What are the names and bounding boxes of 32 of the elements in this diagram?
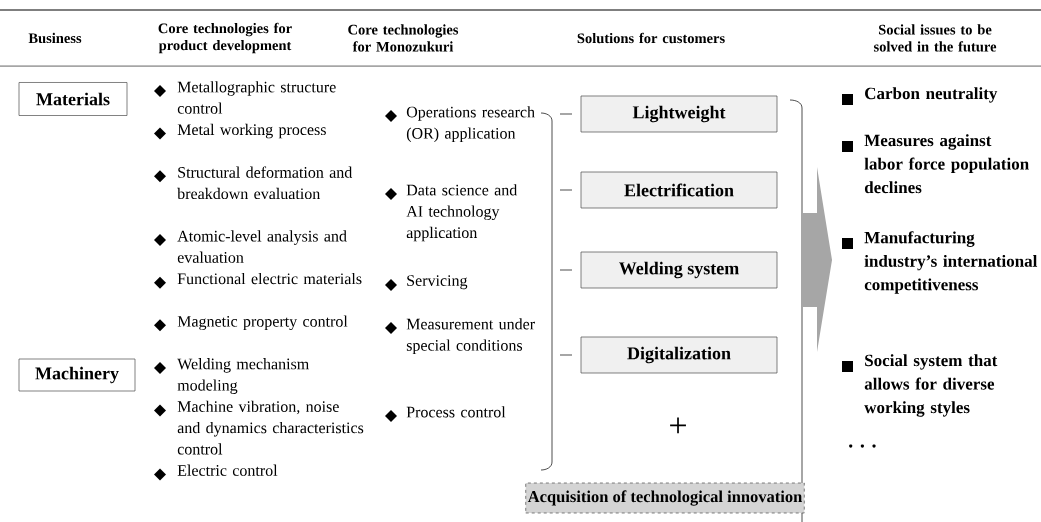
ellipsis: . . . [849,444,876,448]
bullet-text: Magnetic property control [177,315,348,331]
solution-box: Welding system [580,251,778,289]
solution-box: Lightweight [580,95,778,133]
bullet-text: Servicing [407,275,468,290]
business-box: Machinery [18,358,136,392]
bullet-text: Measurement under special conditions [406,318,535,354]
solution-box: Electrification [580,171,778,209]
column-header: Core technologies for product development [158,22,292,54]
bullet-text: Data science and AI technology application [406,184,518,242]
bullet-text: Operations research (OR) application [406,106,535,142]
bullet-text: Electric control [177,464,278,476]
bullet-text: Machine vibration, noise and dynamics characteristics control [177,400,364,455]
bullet-text: Carbon neutrality [865,87,998,103]
bullet-text: Atomic-level analysis and evaluation [177,230,347,263]
bullet-text: Metallographic structure control [177,81,336,114]
bullet-text: Process control [406,406,506,418]
solution-box: Digitalization [580,336,778,374]
column-header: Solutions for customers [577,32,725,44]
bullet-text: Manufacturing industry’s international competitiveness [864,231,1038,294]
bullet-text: Social system that allows for diverse working styles [864,354,998,417]
column-header: Business [28,32,82,44]
bullet-text: Measures against labor force population declines [864,134,1029,194]
plus-sign: + [670,417,686,434]
bullet-text: Welding mechanism modeling [177,358,309,394]
bullet-text: Metal working process [177,123,326,139]
column-header: Core technologies for Monozukuri [348,24,459,52]
bullet-text: Structural deformation and breakdown evaluation [177,166,353,200]
business-box: Materials [18,82,128,116]
innovation-box: Acquisition of technological innovation [525,482,805,514]
column-header: Social issues to be solved in the future [873,24,997,52]
bullet-text: Functional electric materials [177,272,362,285]
